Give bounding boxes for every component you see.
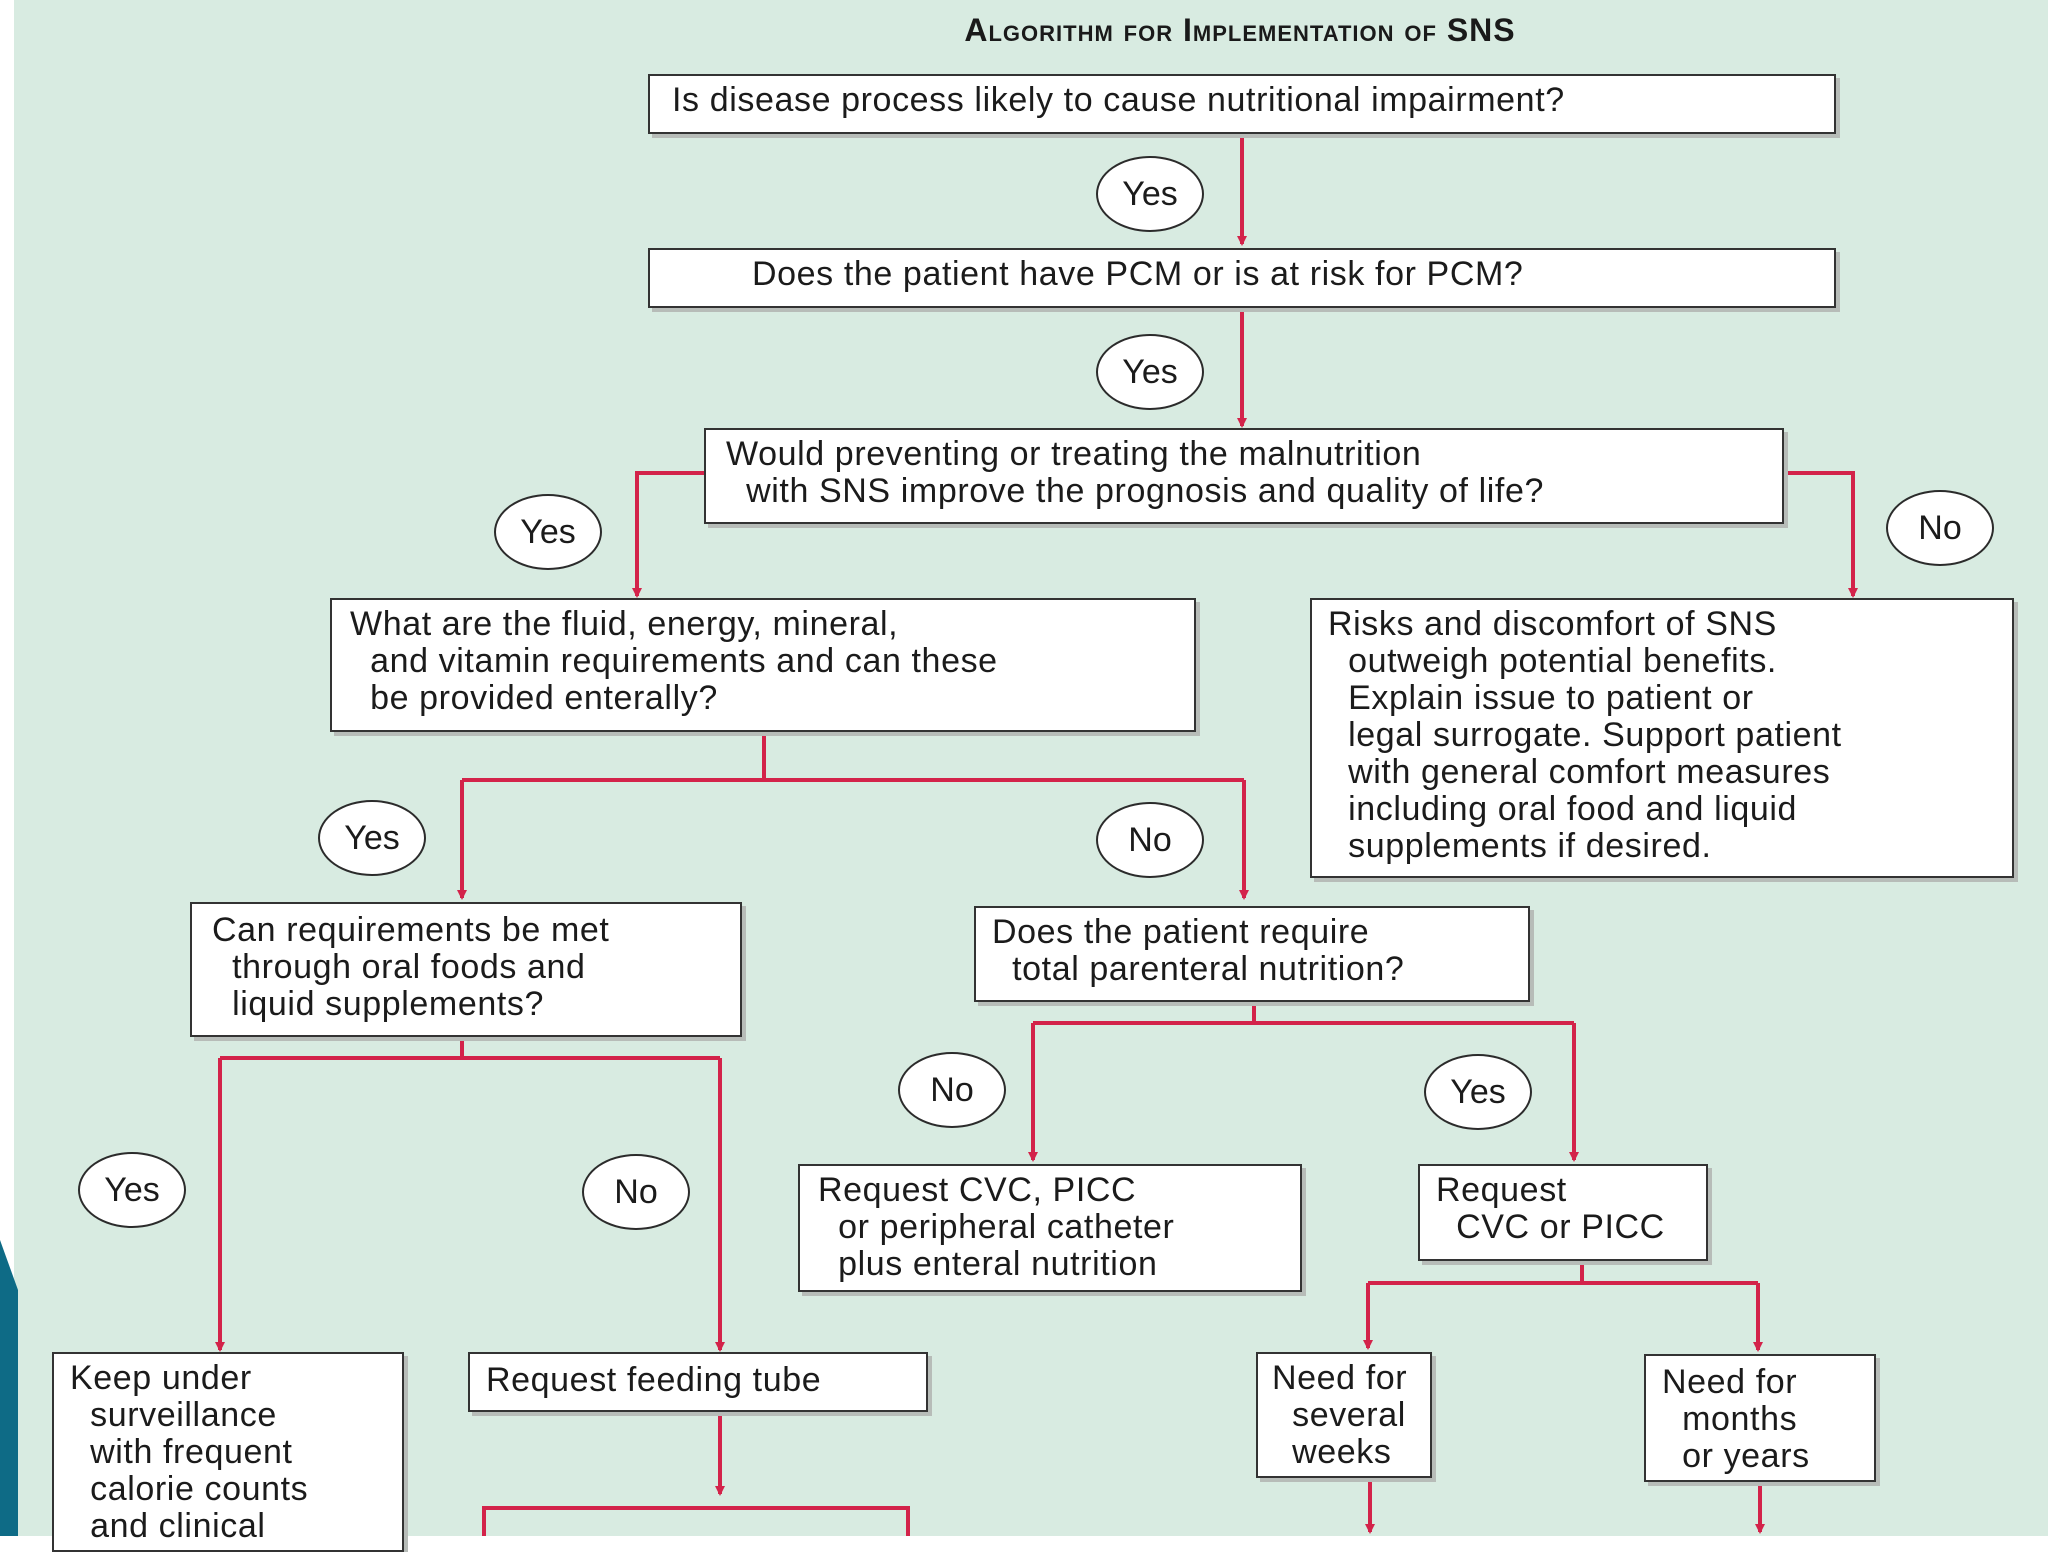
label-yes-q3: Yes [494, 494, 602, 570]
node-disease-process: Is disease process likely to cause nutri… [648, 74, 1836, 134]
label-yes-q5: Yes [78, 1152, 186, 1228]
node-surveillance: Keep under surveillance with frequent ca… [52, 1352, 404, 1552]
arrow-q3-risks [1784, 471, 1858, 598]
label-yes-q6: Yes [1424, 1054, 1532, 1130]
node-improve-prognosis: Would preventing or treating the malnutr… [704, 428, 1784, 524]
node-several-weeks: Need for several weeks [1256, 1352, 1432, 1478]
diagram-title: Algorithm for Implementation of SNS [964, 12, 1516, 48]
label-no-q5: No [582, 1154, 690, 1230]
node-months-years: Need for months or years [1644, 1354, 1876, 1482]
label-no-q3: No [1886, 490, 1994, 566]
node-pcm-risk: Does the patient have PCM or is at risk … [648, 248, 1836, 308]
node-risks-outweigh: Risks and discomfort of SNS outweigh pot… [1310, 598, 2014, 878]
node-cvc-enteral: Request CVC, PICC or peripheral catheter… [798, 1164, 1302, 1292]
label-yes-q4: Yes [318, 800, 426, 876]
node-requirements: What are the fluid, energy, mineral, and… [330, 598, 1196, 732]
node-total-parenteral: Does the patient require total parentera… [974, 906, 1530, 1002]
node-oral-foods: Can requirements be met through oral foo… [190, 902, 742, 1037]
connector-feedingtube-next [482, 1506, 910, 1536]
label-yes-q2: Yes [1096, 334, 1204, 410]
node-cvc-picc: Request CVC or PICC [1418, 1164, 1708, 1261]
node-feeding-tube: Request feeding tube [468, 1352, 928, 1412]
side-stripe-decoration [0, 1240, 18, 1536]
label-no-q6: No [898, 1052, 1006, 1128]
label-yes-q1: Yes [1096, 156, 1204, 232]
left-margin [0, 0, 14, 1536]
label-no-q4: No [1096, 802, 1204, 878]
arrow-q3-q4 [632, 471, 706, 598]
